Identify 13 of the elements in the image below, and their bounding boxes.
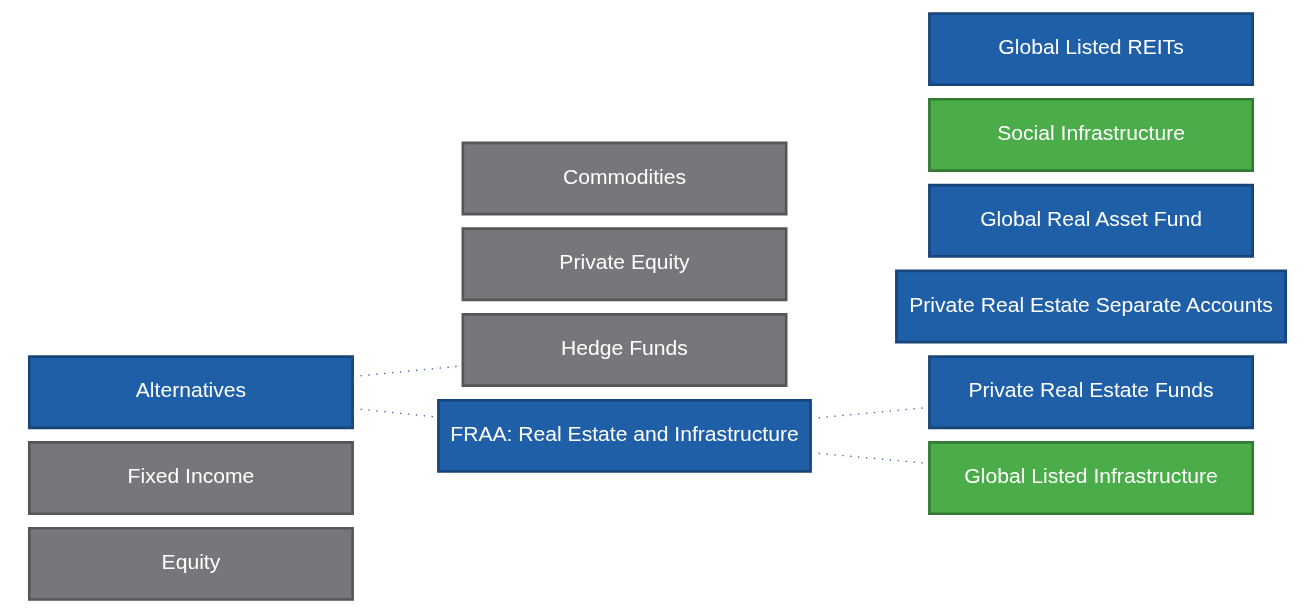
node-box: Hedge Funds (461, 313, 787, 387)
node-box: Alternatives (27, 355, 354, 430)
node-box: Global Real Asset Fund (927, 183, 1254, 258)
node-box: FRAA: Real Estate and Infrastructure (436, 398, 812, 473)
node-box: Global Listed REITs (927, 12, 1254, 87)
node-box: Equity (27, 526, 354, 601)
node-box: Social Infrastructure (927, 97, 1254, 172)
node-box: Private Equity (461, 227, 787, 302)
node-box: Fixed Income (27, 441, 354, 516)
node-box: Private Real Estate Separate Accounts (894, 269, 1287, 344)
node-box: Global Listed Infrastructure (927, 441, 1254, 516)
node-box: Private Real Estate Funds (927, 355, 1254, 430)
node-box: Commodities (461, 141, 787, 216)
